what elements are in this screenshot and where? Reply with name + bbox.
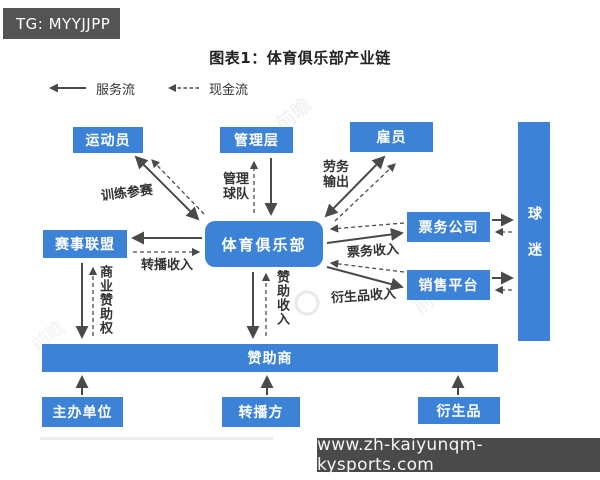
- faint-watermark-row: [40, 437, 273, 440]
- arrow-club-sales: [326, 266, 404, 291]
- legend-service-label: 服务流: [96, 82, 136, 98]
- node-organizer: 主办单位: [42, 397, 123, 427]
- node-derivative: 衍生品: [418, 397, 500, 424]
- arrow-athlete-club: [134, 155, 200, 221]
- label-manage-team: 管理球队: [222, 172, 249, 202]
- node-club: 体育俱乐部: [205, 221, 323, 267]
- telegram-badge: TG: MYYJJPP: [3, 8, 120, 39]
- node-fans: 球迷: [518, 122, 550, 341]
- service-flow-arrow-icon: [49, 83, 86, 93]
- footer-url-bar: www.zh-kaiyunqm-kysports.com: [317, 435, 600, 475]
- service-flow-arrows: [75, 155, 514, 395]
- label-sponsor-income: 赞助收入: [274, 270, 289, 326]
- node-athlete: 运动员: [73, 127, 143, 153]
- node-employee: 雇员: [350, 122, 433, 152]
- label-labor-output: 劳务输出: [322, 160, 349, 190]
- cash-flow-arrow-icon: [168, 84, 200, 92]
- node-broadcaster: 转播方: [222, 397, 300, 427]
- node-league: 赛事联盟: [43, 230, 127, 258]
- node-management: 管理层: [220, 127, 293, 153]
- cash-flow-arrows: [88, 159, 512, 336]
- label-broadcast-income: 转播收入: [141, 258, 194, 273]
- chart-title: 图表1：体育俱乐部产业链: [209, 49, 391, 67]
- watermark-logo-circle: [294, 290, 320, 316]
- legend-cash-label: 现金流: [209, 82, 249, 98]
- label-commercial-rights: 商业赞助权: [97, 265, 112, 335]
- node-ticket-company: 票务公司: [407, 212, 490, 242]
- flow-legend: 服务流 现金流: [48, 79, 249, 98]
- cash-club-athlete: [151, 159, 205, 215]
- arrow-employee-club: [324, 155, 386, 218]
- cash-ticket-club: [329, 222, 405, 233]
- node-sales-platform: 销售平台: [407, 270, 490, 300]
- arrow-club-ticket: [326, 228, 404, 244]
- cash-sales-club: [329, 259, 405, 273]
- node-sponsor: 赞助商: [42, 344, 498, 372]
